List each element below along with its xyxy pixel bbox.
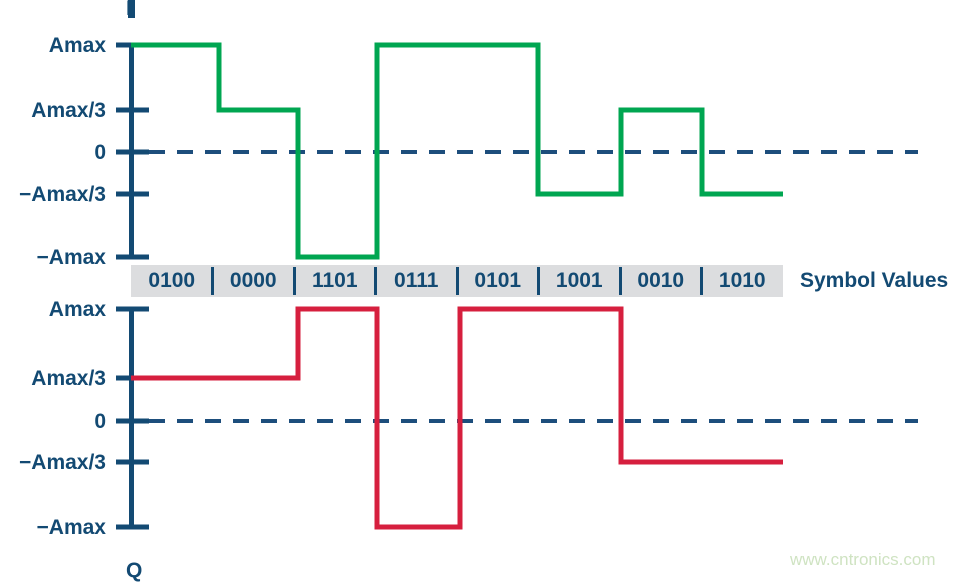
q-tick-label-amax: Amax — [48, 298, 106, 321]
symbol-divider-7 — [700, 267, 703, 295]
i-tick-label-amax-3: Amax/3 — [31, 99, 106, 122]
q-tick-label-amax-3: Amax/3 — [31, 367, 106, 390]
symbol-cell-4: 0101 — [474, 269, 522, 292]
symbol-divider-3 — [374, 267, 377, 295]
i-tick-label-amax: Amax — [48, 34, 106, 57]
symbol-cell-7: 1010 — [718, 269, 766, 292]
i-tick-label-neg-amax: −Amax — [36, 246, 106, 269]
q-tick-label-neg-amax: −Amax — [36, 516, 106, 539]
symbol-cell-3: 0111 — [394, 269, 439, 292]
symbol-divider-5 — [537, 267, 540, 295]
q-waveform-line — [131, 306, 783, 530]
q-tick-label-zero: 0 — [94, 410, 106, 433]
symbol-cell-2: 1101 — [311, 269, 358, 292]
symbol-cell-5: 1001 — [555, 269, 603, 292]
symbol-divider-2 — [292, 267, 296, 295]
watermark-text: www.cntronics.com — [790, 550, 936, 569]
symbol-values-bar: 0100 0000 1101 0111 0101 1001 0010 1010 — [131, 265, 783, 297]
q-axis-title: Q — [126, 559, 143, 582]
i-waveform-line — [131, 42, 783, 260]
symbol-divider-6 — [618, 267, 622, 295]
symbol-cell-1: 0000 — [229, 269, 277, 292]
symbol-cell-6: 0010 — [637, 269, 685, 292]
i-tick-label-neg-amax-3: −Amax/3 — [19, 183, 106, 206]
i-tick-label-zero: 0 — [94, 141, 106, 164]
symbol-values-caption: Symbol Values — [800, 269, 949, 292]
symbol-cell-0: 0100 — [148, 269, 196, 292]
q-tick-label-neg-amax-3: −Amax/3 — [19, 451, 106, 474]
symbol-divider-4 — [455, 267, 459, 295]
symbol-divider-1 — [211, 267, 214, 295]
